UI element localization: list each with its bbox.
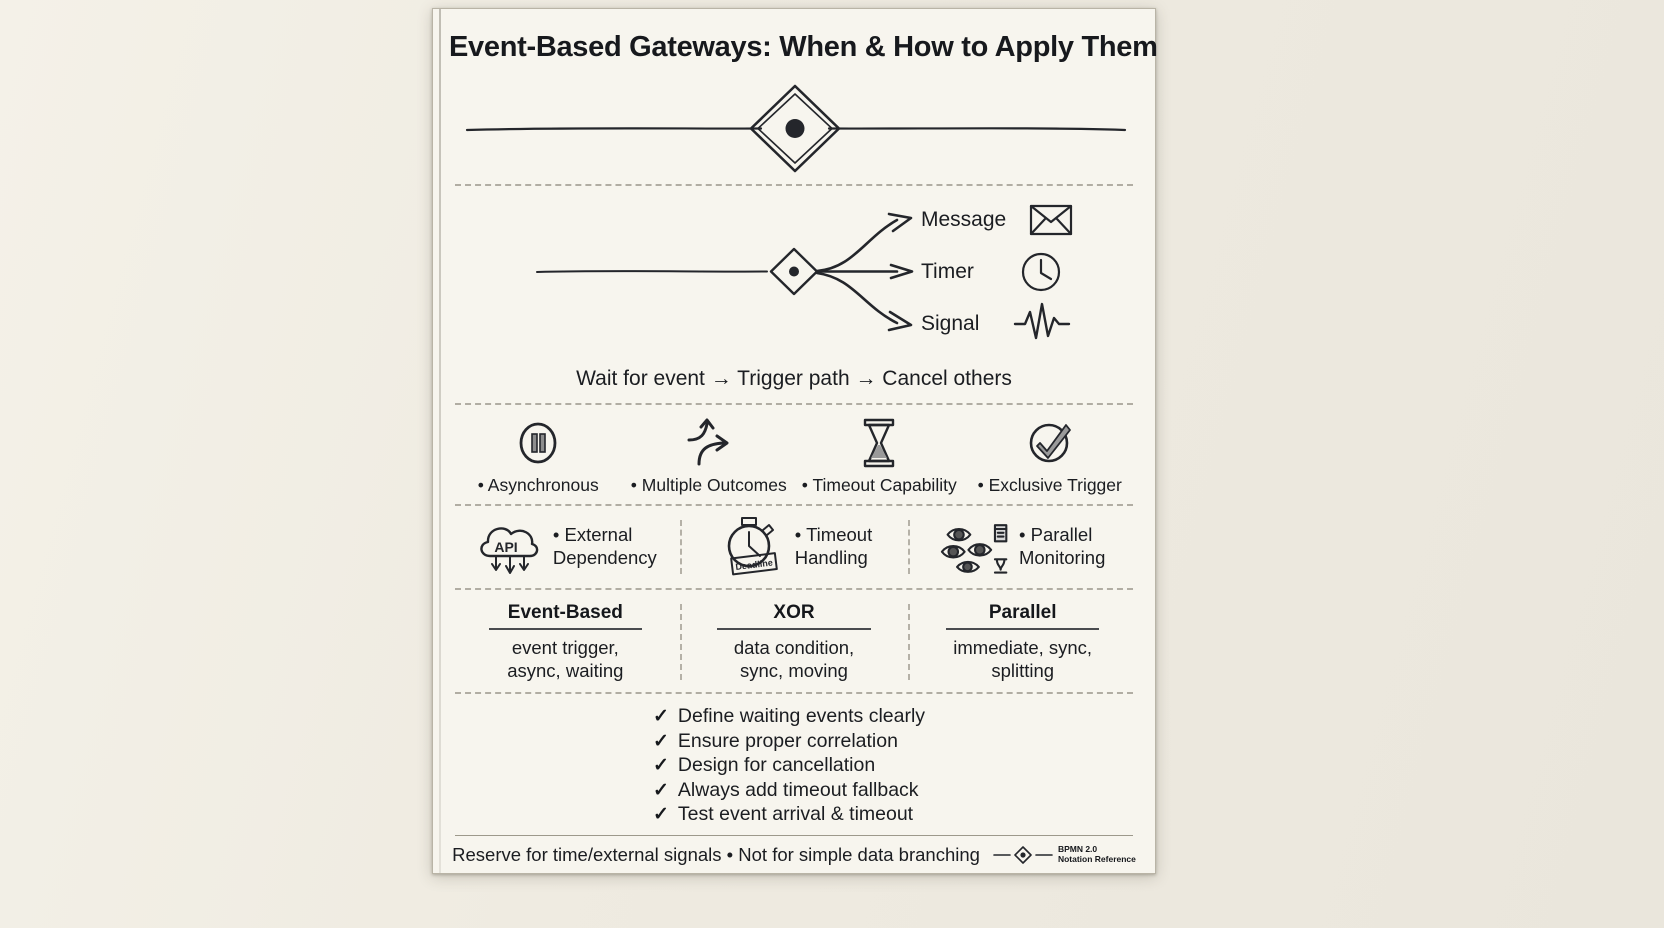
checklist-label: Test event arrival & timeout bbox=[677, 803, 914, 826]
heading-underline bbox=[488, 628, 642, 630]
bpmn-badge: BPMN 2.0 Notation Reference bbox=[992, 844, 1136, 866]
check-icon: ✓ bbox=[653, 730, 669, 752]
check-icon: ✓ bbox=[653, 755, 669, 777]
feature-timeout-capability: • Timeout Capability bbox=[794, 417, 965, 496]
usecase-row: API • External Dependency bbox=[449, 506, 1139, 588]
page-title: Event-Based Gateways: When & How to Appl… bbox=[449, 31, 1158, 63]
badge-text: BPMN 2.0 Notation Reference bbox=[1057, 844, 1136, 864]
flow-caption: Wait for event → Trigger path → Cancel o… bbox=[576, 367, 1012, 390]
branch-gateway-diamond-icon bbox=[769, 247, 819, 296]
branch-diagram: Message Timer Signal bbox=[449, 186, 1139, 361]
svg-text:API: API bbox=[494, 539, 517, 555]
check-icon: ✓ bbox=[653, 706, 669, 728]
feature-asynchronous: • Asynchronous bbox=[453, 417, 624, 496]
usecase-label: • Timeout Handling bbox=[794, 524, 873, 568]
footer-note: Reserve for time/external signals • Not … bbox=[452, 843, 980, 865]
api-cloud-icon: API bbox=[474, 516, 546, 578]
comparison-heading: Parallel bbox=[988, 602, 1057, 623]
feature-exclusive-trigger: • Exclusive Trigger bbox=[965, 417, 1136, 496]
check-icon: ✓ bbox=[653, 804, 669, 826]
event-based-gateway-diamond-icon bbox=[465, 84, 1127, 173]
feature-row: • Asynchronous • Multiple Outcomes bbox=[449, 405, 1139, 504]
feature-multiple-outcomes: • Multiple Outcomes bbox=[624, 417, 795, 496]
branch-label-signal: Signal bbox=[921, 312, 980, 335]
feature-label: • Multiple Outcomes bbox=[630, 475, 787, 495]
heading-underline bbox=[717, 628, 871, 630]
comparison-col-parallel: Parallel immediate, sync, splitting bbox=[908, 602, 1137, 682]
footer: Reserve for time/external signals • Not … bbox=[449, 836, 1139, 866]
usecase-timeout-handling: Deadline • Timeout Handling bbox=[679, 516, 909, 578]
envelope-icon bbox=[1029, 204, 1073, 236]
feature-label: • Asynchronous bbox=[477, 475, 599, 495]
comparison-heading: Event-Based bbox=[507, 602, 623, 623]
hero-gateway-diagram bbox=[449, 72, 1139, 184]
checklist-label: Ensure proper correlation bbox=[677, 729, 898, 752]
feature-label: • Exclusive Trigger bbox=[977, 475, 1122, 495]
check-circle-icon bbox=[965, 417, 1136, 469]
divider-usecases bbox=[455, 504, 1133, 506]
notation-sheet: Event-Based Gateways: When & How to Appl… bbox=[432, 8, 1158, 874]
comparison-body: data condition, sync, moving bbox=[733, 637, 855, 681]
checklist-label: Always add timeout fallback bbox=[677, 778, 919, 801]
branch-label-message: Message bbox=[921, 208, 1007, 231]
divider-footer bbox=[455, 834, 1133, 836]
check-icon: ✓ bbox=[653, 779, 669, 801]
waveform-icon bbox=[1013, 302, 1071, 340]
divider-checklist bbox=[455, 692, 1133, 695]
divider-hero bbox=[455, 184, 1133, 186]
comparison-heading: XOR bbox=[773, 602, 815, 623]
checklist-label: Define waiting events clearly bbox=[677, 705, 926, 728]
comparison-body: immediate, sync, splitting bbox=[953, 637, 1093, 681]
pause-circle-icon bbox=[453, 417, 624, 469]
feature-label: • Timeout Capability bbox=[801, 475, 957, 495]
checklist-item: ✓ Always add timeout fallback bbox=[653, 778, 1139, 803]
checklist: ✓ Define waiting events clearly ✓ Ensure… bbox=[449, 694, 1139, 835]
comparison-row: Event-Based event trigger, async, waitin… bbox=[449, 590, 1139, 692]
stopwatch-deadline-icon: Deadline bbox=[716, 516, 788, 578]
clock-icon bbox=[1021, 252, 1061, 292]
comparison-body: event trigger, async, waiting bbox=[507, 637, 624, 681]
svg-text:Deadline: Deadline bbox=[735, 558, 773, 572]
branching-arrows-icon bbox=[624, 417, 795, 469]
checklist-item: ✓ Test event arrival & timeout bbox=[653, 802, 1139, 827]
checklist-item: ✓ Design for cancellation bbox=[653, 753, 1139, 778]
branch-label-timer: Timer bbox=[921, 260, 974, 283]
usecase-label: • Parallel Monitoring bbox=[1018, 524, 1106, 568]
divider-comparison bbox=[455, 588, 1133, 590]
multiple-eyes-icon bbox=[940, 516, 1012, 578]
comparison-col-xor: XOR data condition, sync, moving bbox=[679, 602, 909, 682]
hourglass-icon bbox=[794, 417, 965, 469]
usecase-parallel-monitoring: • Parallel Monitoring bbox=[908, 516, 1137, 578]
usecase-label: • External Dependency bbox=[552, 524, 657, 568]
usecase-external-dependency: API • External Dependency bbox=[451, 516, 680, 578]
comparison-col-event-based: Event-Based event trigger, async, waitin… bbox=[451, 602, 680, 682]
gateway-symbol-icon bbox=[993, 846, 1053, 864]
heading-underline bbox=[946, 628, 1100, 630]
divider-features bbox=[455, 403, 1133, 405]
checklist-item: ✓ Ensure proper correlation bbox=[653, 729, 1139, 754]
checklist-label: Design for cancellation bbox=[677, 754, 876, 777]
checklist-item: ✓ Define waiting events clearly bbox=[653, 704, 1139, 729]
